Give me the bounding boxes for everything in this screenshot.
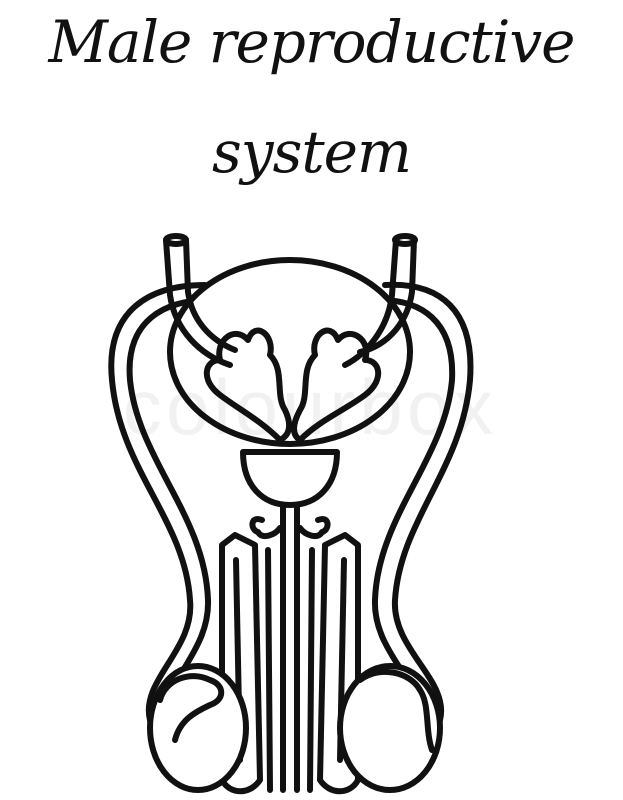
testis-right bbox=[337, 663, 443, 793]
ureter-right bbox=[342, 233, 418, 368]
watermark: colourbox bbox=[122, 363, 498, 451]
title-line-2: system bbox=[212, 118, 412, 186]
ureter-left bbox=[163, 233, 238, 368]
urethra bbox=[280, 502, 300, 793]
testis-left bbox=[147, 663, 249, 793]
bulbourethral-glands bbox=[249, 516, 331, 540]
title-line-1: Male reproductive bbox=[48, 8, 575, 76]
prostate bbox=[240, 449, 340, 508]
seminal-vesicle-left bbox=[203, 327, 293, 443]
